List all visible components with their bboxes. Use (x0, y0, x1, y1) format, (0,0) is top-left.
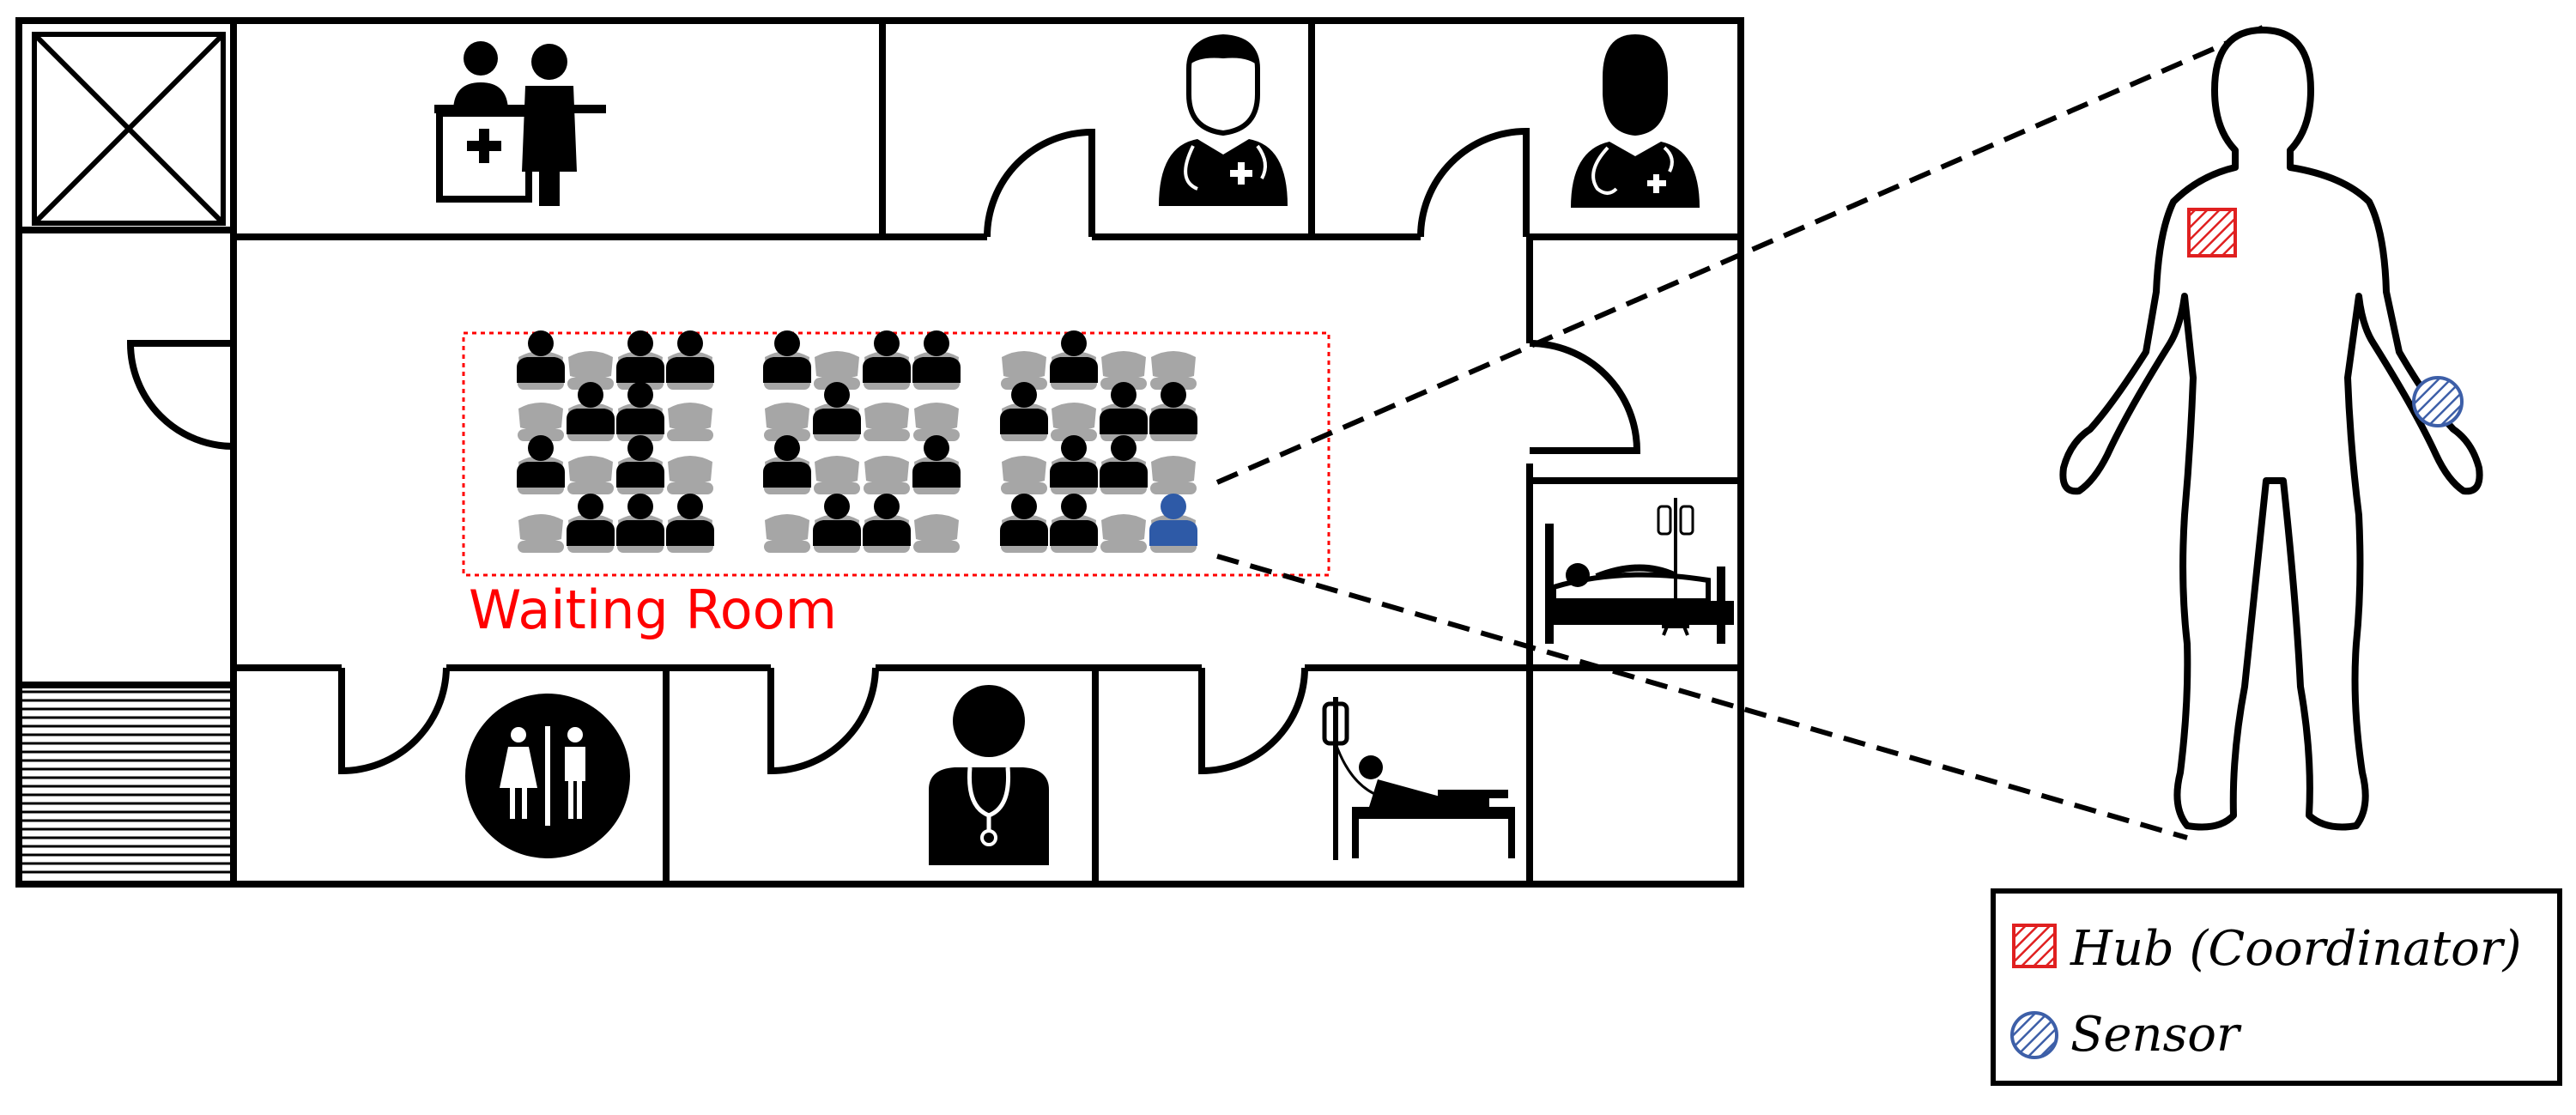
restroom-icon (465, 694, 630, 858)
stairs-icon (22, 690, 230, 874)
door-bottom-2 (767, 667, 879, 775)
door-left (126, 340, 234, 450)
waiting-seat (667, 456, 713, 494)
door-top-2 (1417, 127, 1530, 238)
door-bottom-3 (1198, 667, 1308, 775)
waiting-seat (518, 514, 564, 553)
legend-hub-label: Hub (Coordinator) (2070, 921, 2522, 977)
waiting-seat (864, 456, 910, 494)
waiting-seat (913, 514, 960, 553)
doors (126, 127, 1641, 775)
door-right (1529, 340, 1641, 454)
legend: Hub (Coordinator) Sensor (1991, 888, 2562, 1086)
legend-box (1991, 888, 2562, 1086)
elevator-x-icon (32, 32, 226, 226)
waiting-room-boundary (462, 331, 1330, 577)
waiting-room-label: Waiting Room (469, 579, 837, 641)
doctor-icon (1159, 34, 1288, 206)
door-bottom-1 (338, 667, 450, 775)
waiting-seat (1001, 456, 1047, 494)
legend-sensor-swatch (2010, 1011, 2058, 1059)
door-top-1 (984, 128, 1095, 238)
human-body-outline-icon (2059, 27, 2483, 831)
legend-sensor-label: Sensor (2070, 1007, 2242, 1063)
doctor-stethoscope-icon (929, 685, 1049, 865)
waiting-seat (1150, 456, 1197, 494)
patient-bed-icon (1545, 498, 1734, 644)
reception-desk-icon (434, 41, 606, 206)
floor-plan (15, 17, 1744, 888)
waiting-seat (667, 403, 713, 441)
waiting-seat (764, 514, 810, 553)
hub-sensor-marker (2187, 208, 2237, 258)
waiting-room-seating (517, 330, 1197, 553)
waiting-seat (814, 456, 860, 494)
doctor-icon (1571, 34, 1700, 208)
waiting-seat (864, 403, 910, 441)
waiting-seat (567, 456, 614, 494)
waiting-seat (1100, 514, 1147, 553)
patient-bed-iv-icon (1322, 697, 1515, 860)
legend-hub-swatch (2012, 924, 2057, 968)
wrist-sensor-marker (2412, 376, 2464, 427)
zoom-lines (1215, 25, 2264, 840)
